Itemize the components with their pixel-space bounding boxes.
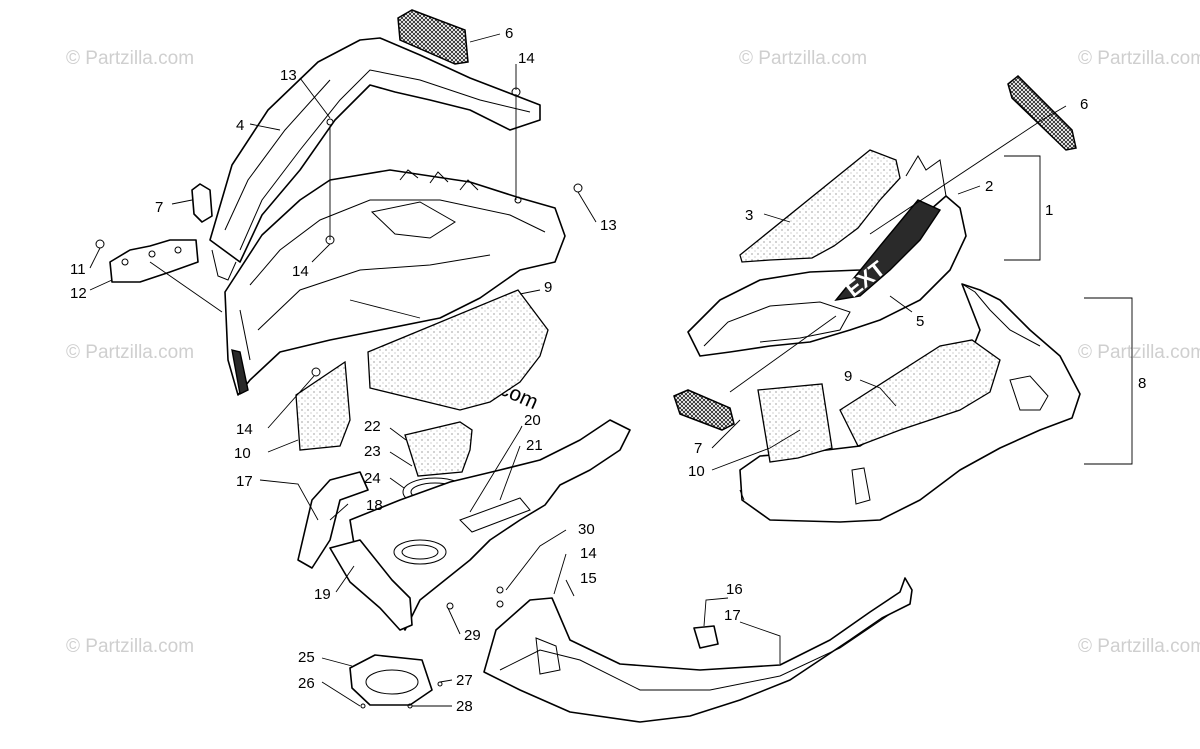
right-brackets: [1004, 155, 1133, 465]
callout-label: 9: [844, 368, 852, 385]
nut-icon: [311, 367, 321, 377]
vent-grille-part: [397, 9, 469, 65]
watermark-text: © Partzilla.com: [1078, 342, 1200, 363]
watermark-text: © Partzilla.com: [66, 342, 194, 363]
watermark-text: © Partzilla.com: [1078, 636, 1200, 657]
callout-label: 2: [985, 178, 993, 195]
callout-label: 28: [456, 698, 473, 715]
right-upper-hood-part: [687, 195, 967, 357]
callout-label: 18: [366, 497, 383, 514]
watermark-text: © Partzilla.com: [739, 48, 867, 69]
callout-label: 21: [526, 437, 543, 454]
side-bracket-part: [109, 239, 199, 283]
callout-label: 23: [364, 443, 381, 460]
screw-icon: [446, 602, 454, 610]
callout-label: 13: [280, 67, 297, 84]
rivet-icon: [496, 600, 504, 608]
callout-label: 4: [236, 117, 244, 134]
screw-icon: [95, 239, 105, 249]
callout-label: 16: [726, 581, 743, 598]
callout-label: 17: [724, 607, 741, 624]
callout-label: 10: [688, 463, 705, 480]
callout-label: 11: [70, 261, 86, 278]
rivet-icon: [437, 681, 443, 687]
callout-label: 22: [364, 418, 381, 435]
lower-bumper-leaders: [703, 597, 781, 664]
callout-label: 7: [694, 440, 702, 457]
right-vent-grille-part: [1007, 74, 1077, 151]
callout-label: 14: [580, 545, 597, 562]
decal-part: [834, 199, 942, 301]
callout-label: 14: [236, 421, 253, 438]
watermark-text: © Partzilla.com: [66, 636, 194, 657]
callout-label: 3: [745, 207, 753, 224]
callout-label: 24: [364, 470, 381, 487]
duct-part: [297, 471, 369, 569]
left-leaders: [89, 33, 597, 707]
rivet-icon: [360, 703, 366, 709]
callout-label: 12: [70, 285, 87, 302]
watermark-text: © Partzilla.com: [1078, 48, 1200, 69]
callout-label: 6: [1080, 96, 1088, 113]
callout-label: 14: [292, 263, 309, 280]
callout-label: 20: [524, 412, 541, 429]
foam-pad-part: [367, 289, 549, 411]
callout-label: 26: [298, 675, 315, 692]
hood-body-part: [224, 169, 566, 396]
callout-label: 29: [464, 627, 481, 644]
callout-label: 6: [505, 25, 513, 42]
callout-label: 25: [298, 649, 315, 666]
hood-frame-part: [209, 37, 541, 263]
lower-bumper-assembly: [483, 577, 913, 723]
callout-label: 14: [518, 50, 535, 67]
callout-label: 17: [236, 473, 253, 490]
rivet-icon: [496, 586, 504, 594]
callout-label: 1: [1045, 202, 1053, 219]
callout-label: 7: [155, 199, 163, 216]
left-hood-assembly: [109, 9, 631, 706]
callout-label: 5: [916, 313, 924, 330]
callout-label: 13: [600, 217, 617, 234]
callout-label: 27: [456, 672, 473, 689]
lower-bumper-part: [483, 577, 913, 723]
callout-label: 15: [580, 570, 597, 587]
right-hood-assembly: EXT: [673, 74, 1081, 523]
nut-icon: [514, 196, 522, 204]
screw-icon: [573, 183, 583, 193]
callout-label: 10: [234, 445, 251, 462]
screw-icon: [326, 118, 334, 126]
callouts: 1 2 3 4 5 6 6 7 7 8 9 9 10 10 11 12 13 1…: [70, 25, 1146, 715]
right-leaders: [711, 105, 1067, 471]
watermark-text: © Partzilla.com: [66, 48, 194, 69]
callout-label: 30: [578, 521, 595, 538]
callout-label: 9: [544, 279, 552, 296]
callout-label: 19: [314, 586, 331, 603]
left-fasteners: [95, 87, 583, 709]
callout-label: 8: [1138, 375, 1146, 392]
